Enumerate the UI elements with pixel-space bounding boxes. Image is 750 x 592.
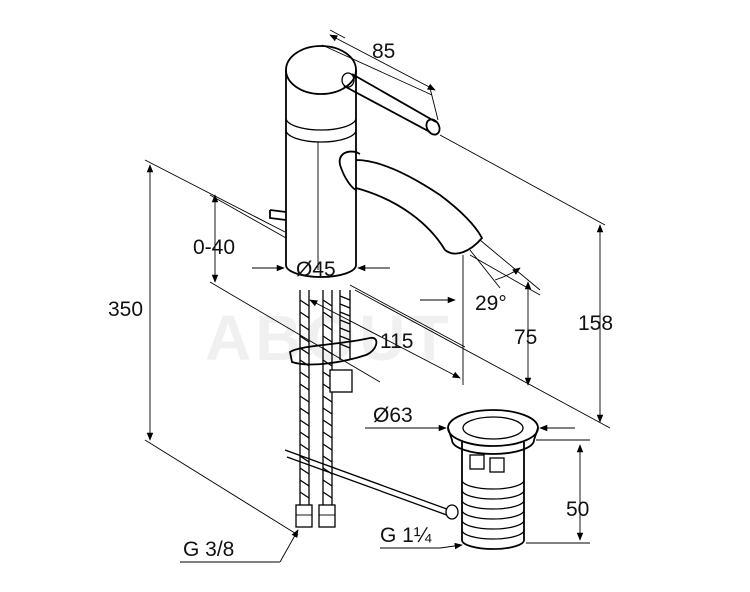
dim-waste-thread: G 1¼	[380, 524, 432, 547]
dim-body-diameter: Ø45	[296, 258, 336, 281]
dim-overall-height: 158	[578, 312, 613, 335]
dim-spout-height: 75	[514, 326, 537, 349]
dim-inlet-thread: G 3/8	[183, 538, 234, 561]
dim-waste-diameter: Ø63	[373, 404, 413, 427]
dim-deck-thickness: 0-40	[193, 236, 235, 259]
dim-spout-angle: 29°	[475, 292, 507, 315]
dim-waste-height: 50	[566, 498, 589, 521]
dim-height-total: 350	[108, 298, 143, 321]
dim-handle-length: 85	[372, 40, 395, 63]
dimension-lines	[144, 29, 611, 563]
faucet-body	[269, 45, 484, 278]
pop-up-waste	[445, 409, 539, 550]
dim-spout-reach: 115	[380, 330, 413, 353]
